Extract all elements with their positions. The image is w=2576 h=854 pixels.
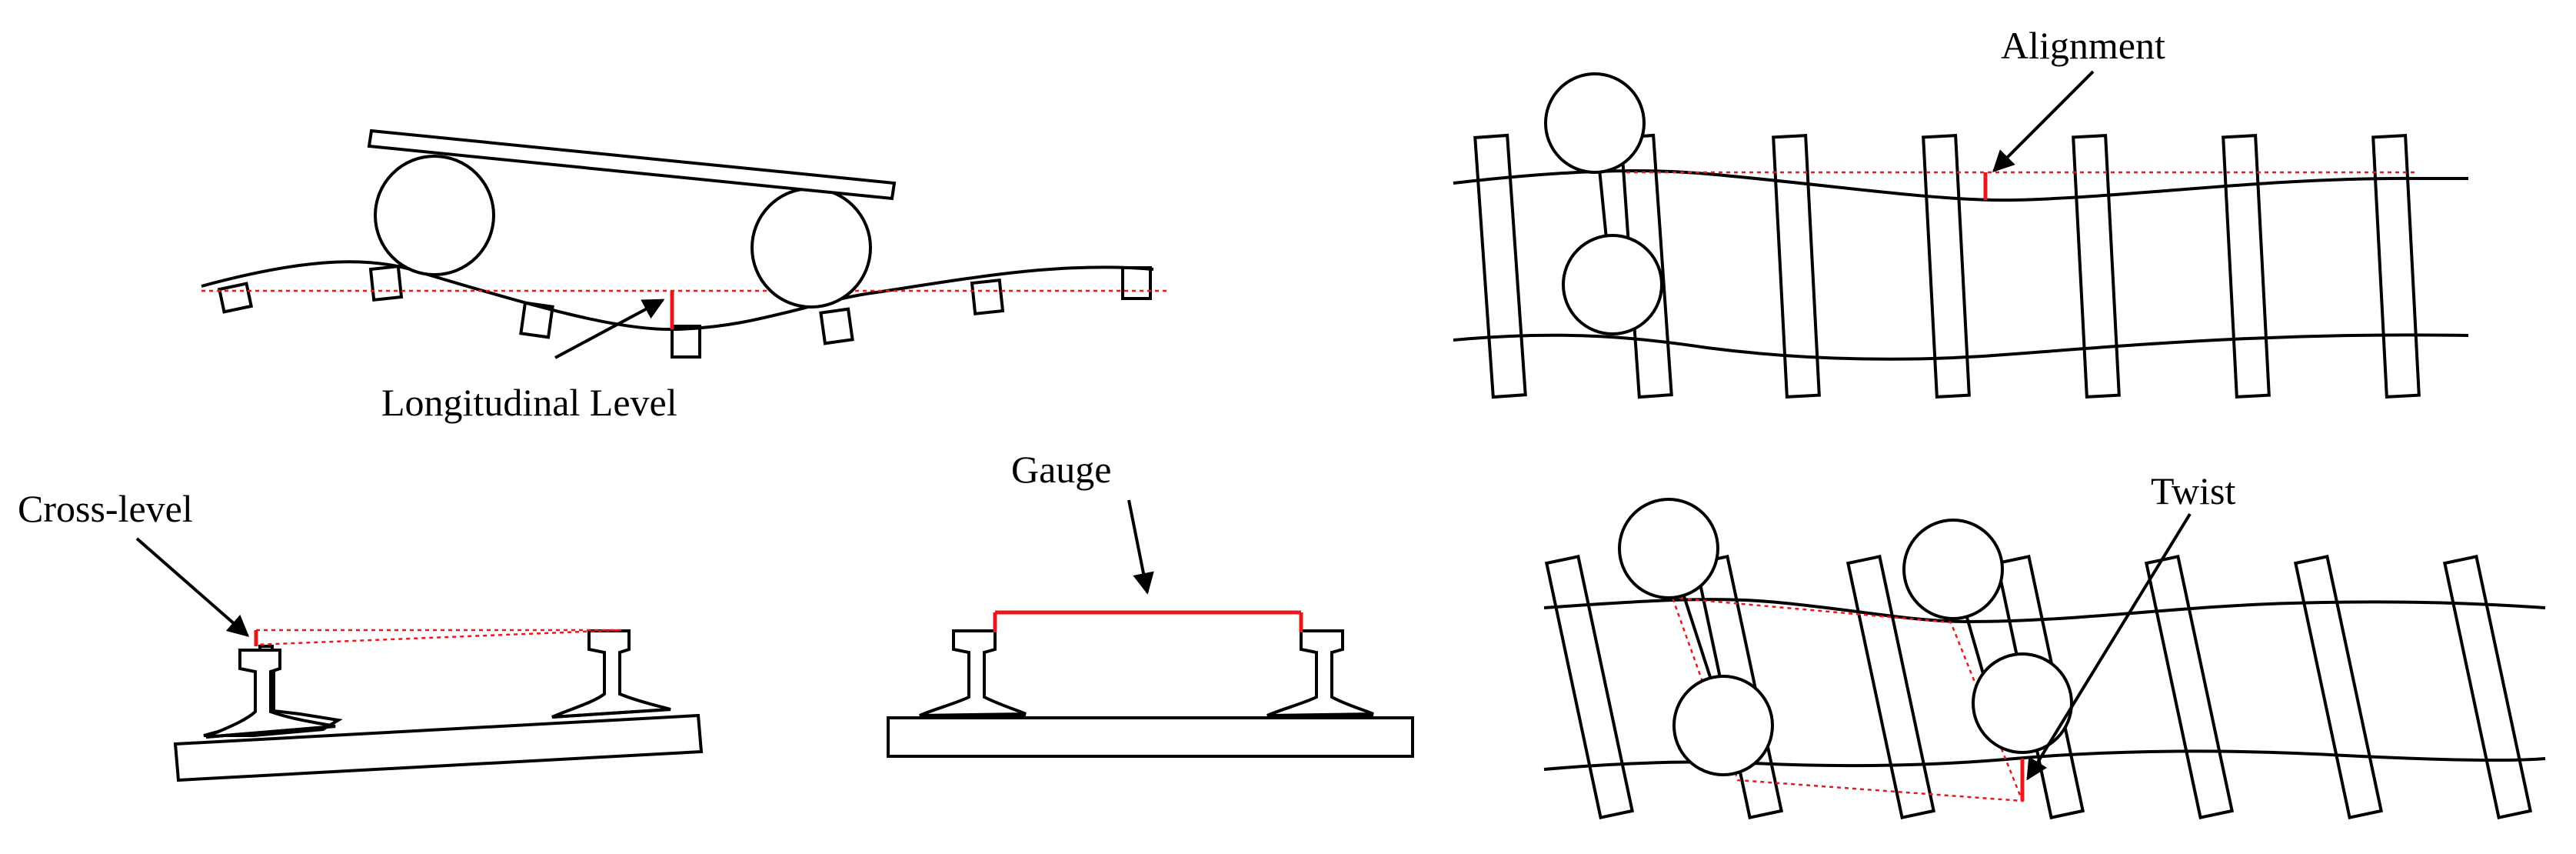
sleeper — [887, 716, 1414, 758]
panel-alignment: Alignment — [1453, 24, 2469, 399]
leader-arrow — [554, 299, 665, 359]
leader-arrow — [2026, 512, 2192, 781]
rail-right — [1266, 629, 1374, 719]
rail-right — [551, 629, 671, 719]
sleeper — [173, 713, 704, 782]
rail-right — [1453, 333, 2469, 361]
wheel — [1618, 498, 1719, 599]
leader-arrow — [1992, 70, 2095, 172]
leader-arrow — [135, 537, 250, 637]
wheel — [374, 155, 495, 276]
label-gauge: Gauge — [1011, 448, 1112, 491]
label-cross-level: Cross-level — [18, 487, 193, 530]
rail-left — [919, 629, 1027, 719]
wheel — [1672, 675, 1774, 776]
label-twist: Twist — [2151, 469, 2236, 512]
wheel — [751, 187, 872, 309]
wheel — [1972, 652, 2073, 754]
wheel — [1562, 234, 1663, 335]
wheel — [1902, 519, 2004, 620]
sleepers — [217, 265, 1152, 359]
rail-left — [1543, 598, 2546, 624]
label-longitudinal-level: Longitudinal Level — [381, 381, 677, 424]
panel-cross-level: Cross-level — [18, 487, 704, 782]
rail-profile — [201, 260, 1154, 332]
wheel — [1544, 72, 1646, 174]
leader-arrow — [1127, 499, 1154, 595]
panel-gauge: Gauge — [887, 448, 1414, 758]
reference-triangle — [255, 629, 622, 646]
label-alignment: Alignment — [2001, 24, 2165, 67]
bogie-frame — [367, 128, 897, 201]
rail-left — [1453, 169, 2468, 202]
rail-left — [203, 645, 343, 739]
panel-twist: Twist — [1543, 469, 2546, 820]
panel-longitudinal-level: Longitudinal Level — [201, 128, 1169, 424]
